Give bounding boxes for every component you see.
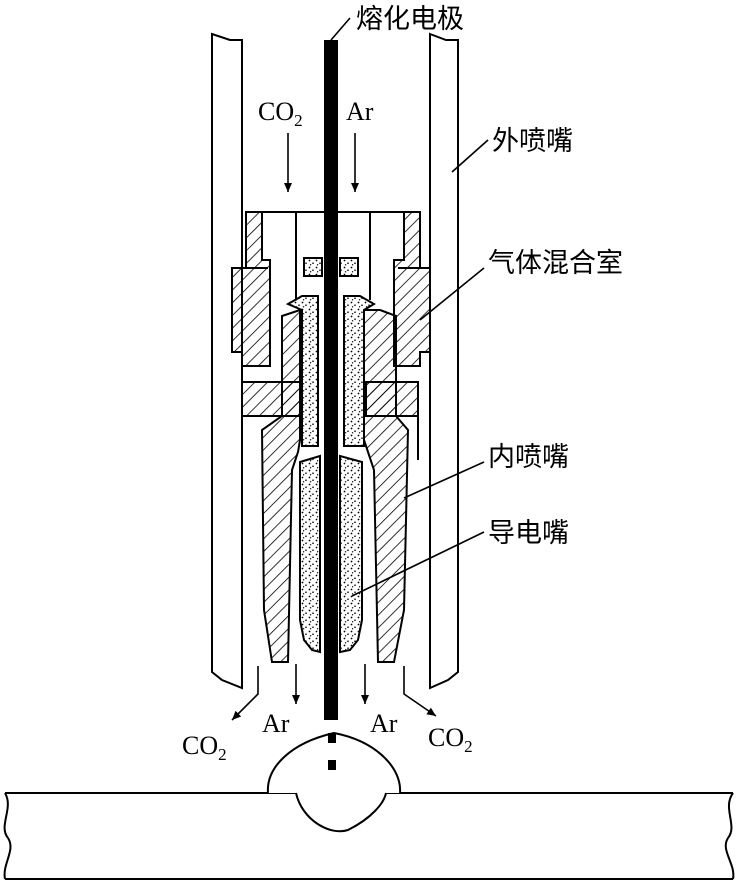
- weld-pool: [266, 731, 402, 833]
- gas-flow-arrows: [231, 133, 437, 721]
- co2-outlet-arrow-right: [403, 666, 437, 717]
- contact-tip-label: 导电嘴: [488, 518, 569, 549]
- outer-nozzle: [211, 32, 459, 690]
- ar-outlet-label-right: Ar: [370, 709, 398, 738]
- inner-nozzle-label: 内喷嘴: [488, 442, 569, 473]
- co2-inlet-label: CO2: [258, 97, 303, 130]
- mixing-chamber-label: 气体混合室: [488, 248, 623, 279]
- leader-lines: [330, 17, 489, 597]
- co2-outlet-arrow-left: [231, 666, 259, 721]
- contact-tip: [285, 295, 376, 654]
- ar-outlet-label-left: Ar: [262, 709, 290, 738]
- co2-outlet-label-right: CO2: [428, 723, 473, 756]
- electrode-label: 熔化电极: [356, 4, 464, 35]
- ar-inlet-label: Ar: [346, 97, 374, 126]
- co2-outlet-label-left: CO2: [182, 731, 227, 764]
- gas-mixing-chamber: [231, 211, 431, 460]
- consumable-electrode: [324, 40, 338, 770]
- outer-nozzle-label: 外喷嘴: [492, 126, 573, 157]
